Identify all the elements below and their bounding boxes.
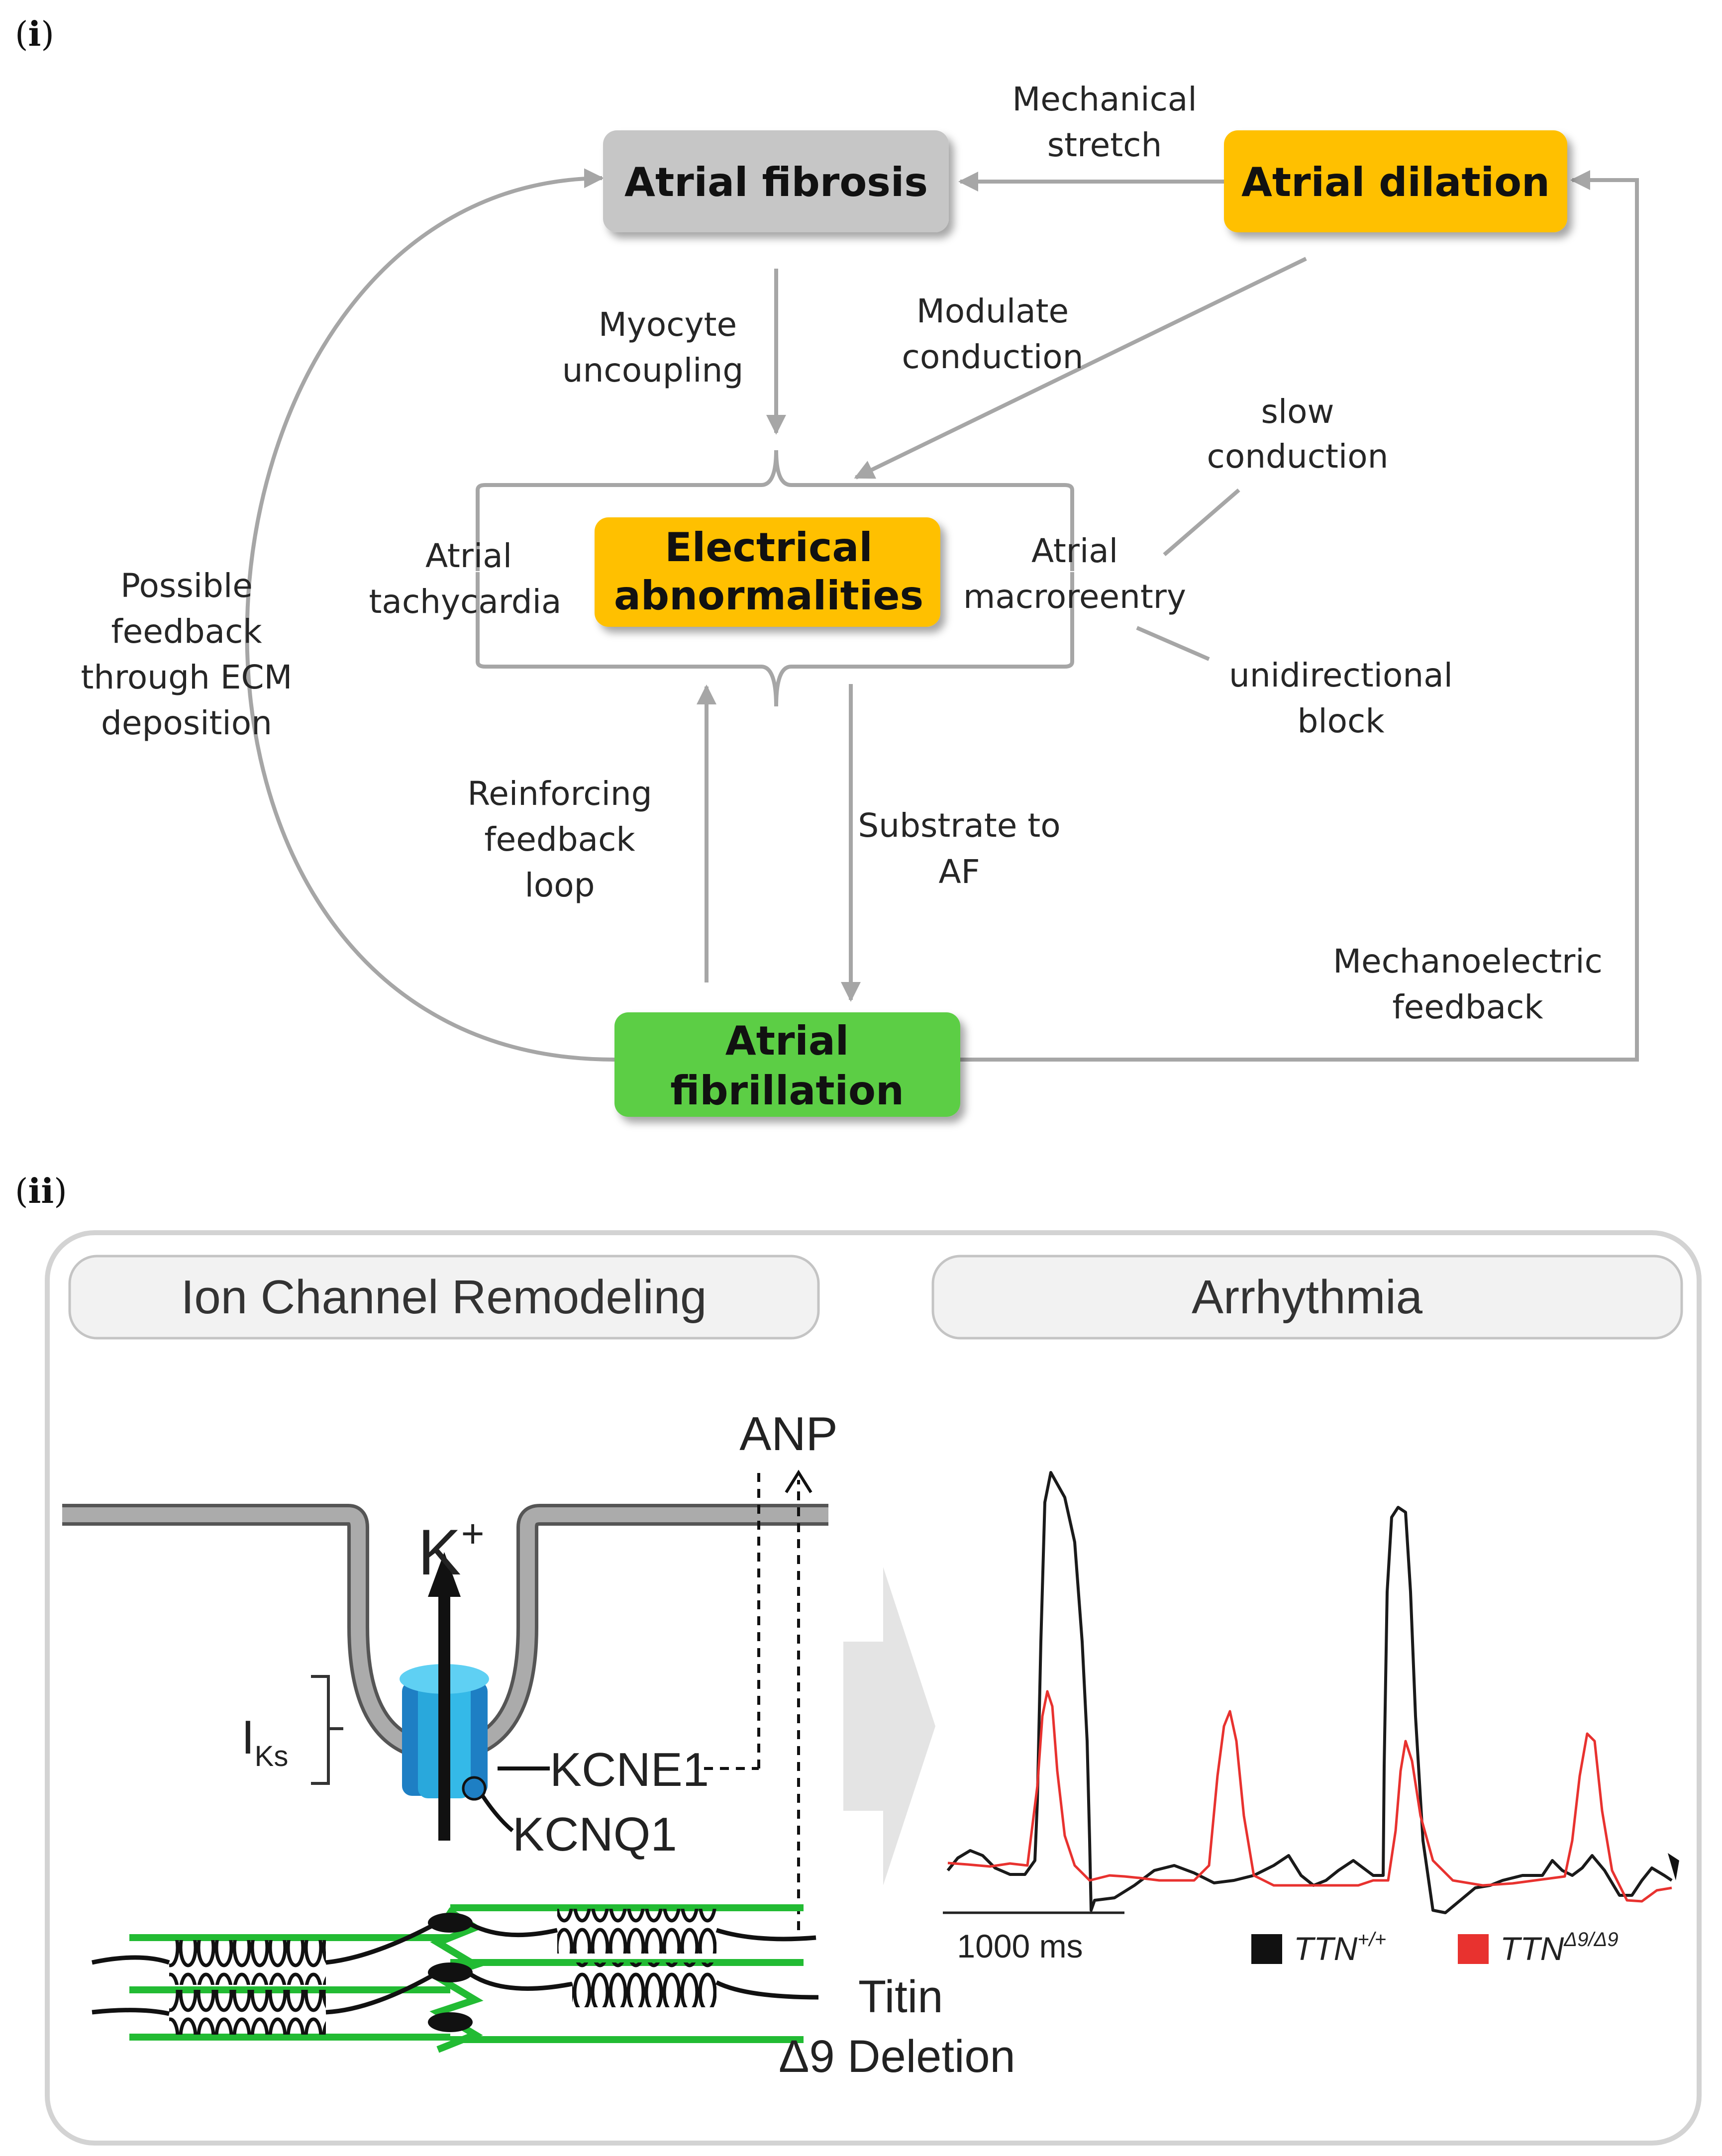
unidirectional-block-label-2: block <box>1297 702 1385 740</box>
possible-feedback-label-2: feedback <box>111 612 262 651</box>
panel-i-label: (i) <box>15 14 54 54</box>
slow-conduction-label-2: conduction <box>1207 437 1389 476</box>
unidirectional-block-label-1: unidirectional <box>1229 656 1453 694</box>
mechanical-stretch-label-1: Mechanical <box>1012 80 1197 118</box>
potassium-label: K+ <box>418 1511 484 1588</box>
header-right-pill <box>931 1255 1683 1340</box>
mechanical-stretch-label-2: stretch <box>1047 126 1162 164</box>
electrical-bracket <box>476 450 1074 707</box>
titin-sarcomere <box>92 1904 819 2053</box>
line-unidirectional-block <box>1136 626 1210 661</box>
reinforcing-loop-label-1: Reinforcing <box>467 775 652 813</box>
fibrillation-box-label-1: Atrial <box>725 1018 849 1064</box>
fibrillation-box-label-2: fibrillation <box>670 1068 904 1114</box>
anp-dashed-paths <box>757 1472 800 1930</box>
panel-i-boxes <box>595 130 1567 1117</box>
fibrosis-box <box>603 130 949 232</box>
legend-swatch-delta9 <box>1458 1934 1489 1964</box>
kcnq1-label: KCNQ1 <box>512 1808 677 1861</box>
myocyte-uncoupling-label-1: Myocyte <box>599 305 737 344</box>
trace-ttn-delta9 <box>947 1690 1672 1903</box>
kcnq1-leader <box>481 1794 514 1833</box>
mechanoelectric-label-1: Mechanoelectric <box>1333 942 1603 980</box>
panel-i-arrows <box>245 168 1639 1062</box>
slow-conduction-label-1: slow <box>1261 392 1334 431</box>
iks-bracket <box>311 1675 343 1785</box>
deletion-label: Δ9 Deletion <box>779 2031 1015 2082</box>
header-ion-channel-remodeling: Ion Channel Remodeling <box>181 1271 707 1324</box>
substrate-af-label-2: AF <box>938 853 980 891</box>
atrial-macroreentry-label-1: Atrial <box>1031 532 1118 570</box>
panel-i-arrow-labels: Mechanical stretch Myocyte uncoupling Mo… <box>81 80 1602 1026</box>
arrow-mechanoelectric-feedback <box>960 170 1639 1062</box>
potassium-arrow-head <box>428 1552 461 1597</box>
electrical-box-label-2: abnormalities <box>614 573 923 619</box>
kcne1-label: KCNE1 <box>550 1743 709 1796</box>
panel-ii-frame <box>45 1230 1702 2146</box>
header-left-pill <box>68 1255 820 1340</box>
reinforcing-loop-label-2: feedback <box>484 820 635 859</box>
trace-end-marker <box>1668 1853 1679 1880</box>
electrical-box <box>595 517 940 627</box>
dilation-box-label: Atrial dilation <box>1241 159 1550 205</box>
reinforcing-loop-label-3: loop <box>525 866 595 904</box>
atrial-macroreentry-label-2: macroreentry <box>963 578 1186 616</box>
trace-ttn-wild-type <box>946 1471 1673 1914</box>
fibrillation-box <box>614 1012 960 1117</box>
iks-label: IKs <box>241 1711 288 1772</box>
kcnq1-channel <box>400 1657 489 1801</box>
mechanoelectric-label-2: feedback <box>1392 988 1543 1026</box>
arrow-dilation-to-electrical <box>854 257 1307 480</box>
possible-feedback-label-1: Possible <box>120 567 253 605</box>
atrial-tachycardia-label-2: tachycardia <box>369 583 562 621</box>
electrical-box-label-1: Electrical <box>665 524 873 571</box>
fibrosis-box-label: Atrial fibrosis <box>624 159 928 205</box>
modulate-conduction-label-1: Modulate <box>916 292 1069 330</box>
transition-arrow <box>843 1567 935 1885</box>
anp-arrow-head <box>785 1470 812 1493</box>
legend-label-delta9: TTNΔ9/Δ9 <box>1500 1929 1619 1967</box>
dilation-box <box>1224 130 1567 232</box>
substrate-af-label-1: Substrate to <box>858 806 1060 845</box>
legend-label-wild-type: TTN+/+ <box>1294 1929 1386 1967</box>
anp-label: ANP <box>739 1407 837 1461</box>
scale-label: 1000 ms <box>957 1928 1083 1964</box>
possible-feedback-label-4: deposition <box>101 704 272 742</box>
arrow-ecm-feedback <box>245 168 615 1062</box>
panel-ii-label: (ii) <box>15 1172 67 1211</box>
possible-feedback-label-3: through ECM <box>81 658 292 696</box>
myocyte-uncoupling-label-2: uncoupling <box>562 351 743 390</box>
legend-swatch-wild-type <box>1251 1934 1282 1964</box>
header-arrhythmia: Arrhythmia <box>1192 1271 1423 1324</box>
titin-label: Titin <box>858 1971 943 2022</box>
line-slow-conduction <box>1163 488 1240 557</box>
atrial-tachycardia-label-1: Atrial <box>425 537 512 575</box>
modulate-conduction-label-2: conduction <box>902 338 1084 376</box>
